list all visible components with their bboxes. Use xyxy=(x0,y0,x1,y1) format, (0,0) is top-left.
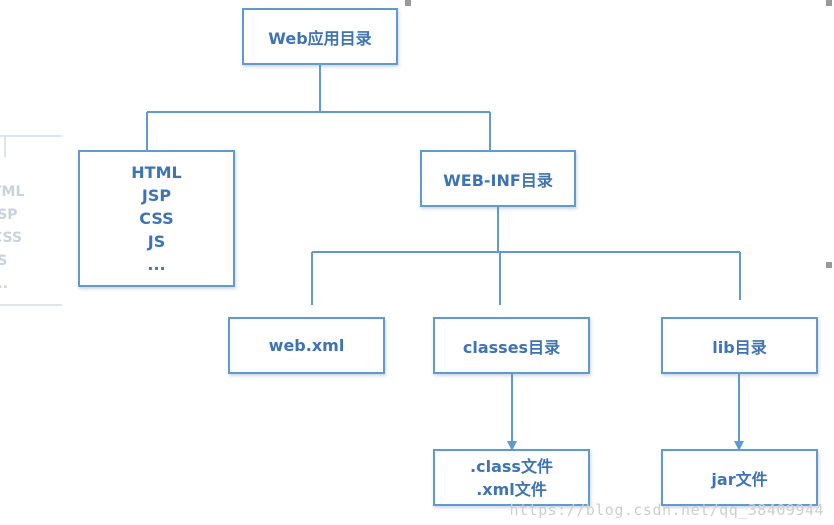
watermark-text: https://blog.csdn.net/qq_38409944 xyxy=(509,501,824,519)
web-inf-connector xyxy=(311,206,741,305)
ghost-item: ... xyxy=(0,276,8,292)
ghost-box-bottom-line xyxy=(0,304,62,306)
classes-dir-node: classes目录 xyxy=(433,317,590,374)
ghost-item: JS xyxy=(0,253,8,269)
class-file-item: .class文件 xyxy=(470,456,553,476)
ghost-box-top-line xyxy=(0,135,62,137)
class-file-item: .xml文件 xyxy=(476,479,547,499)
static-file-item: JSP xyxy=(141,186,172,205)
ghost-item: JSP xyxy=(0,207,18,223)
ghost-box-side-line xyxy=(4,135,6,157)
web-xml-label: web.xml xyxy=(268,336,345,355)
lib-dir-label: lib目录 xyxy=(712,337,767,357)
jar-files-label: jar文件 xyxy=(711,469,768,489)
corner-marker xyxy=(826,0,832,6)
web-inf-dir-label: WEB-INF目录 xyxy=(443,170,553,190)
static-file-item: HTML xyxy=(131,163,182,182)
ghost-item: CSS xyxy=(0,230,23,246)
classes-dir-label: classes目录 xyxy=(462,337,561,357)
root-connector xyxy=(146,64,491,150)
jar-files-node: jar文件 xyxy=(661,449,818,506)
corner-marker xyxy=(405,0,411,6)
corner-marker xyxy=(826,262,832,268)
static-file-item: JS xyxy=(147,232,166,251)
static-files-node: HTML JSP CSS JS ... xyxy=(78,150,235,287)
web-inf-dir-node: WEB-INF目录 xyxy=(420,150,576,207)
web-xml-node: web.xml xyxy=(228,317,385,374)
web-app-dir-node: Web应用目录 xyxy=(242,8,398,65)
static-file-item: ... xyxy=(147,255,166,274)
class-files-node: .class文件 .xml文件 xyxy=(433,449,590,506)
ghost-file-list: TML JSP CSS JS ... xyxy=(0,181,62,296)
ghost-item: TML xyxy=(0,184,25,200)
static-file-item: CSS xyxy=(139,209,174,228)
web-app-dir-label: Web应用目录 xyxy=(268,28,372,48)
lib-dir-node: lib目录 xyxy=(661,317,818,374)
